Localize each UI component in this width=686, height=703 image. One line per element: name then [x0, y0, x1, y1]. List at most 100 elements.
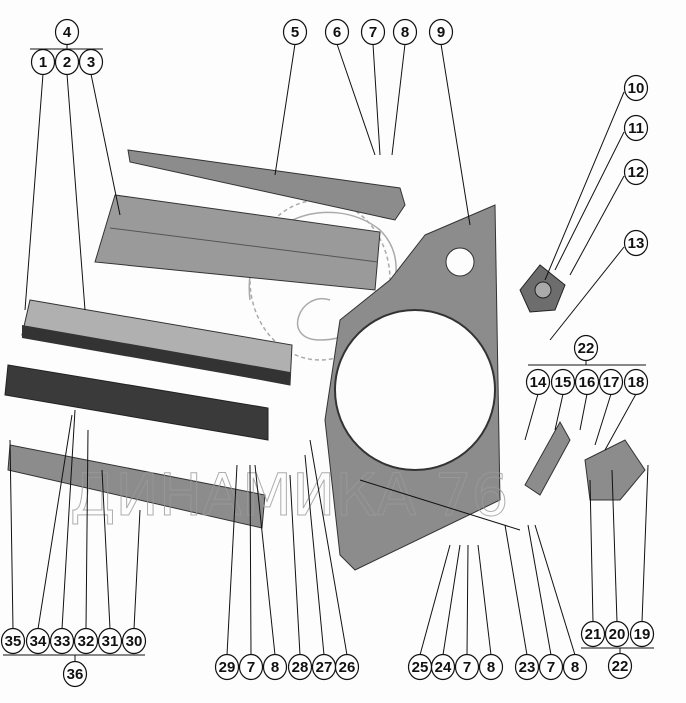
- leader-line: [24, 73, 44, 311]
- callout-3: 3: [78, 48, 104, 76]
- callout-number: 24: [435, 659, 452, 676]
- callout-14: 14: [525, 368, 551, 396]
- leader-line: [101, 469, 111, 630]
- callout-circle: [478, 653, 504, 681]
- callout-circle: [54, 18, 80, 46]
- callout-number: 28: [292, 659, 309, 676]
- callout-26: 26: [334, 653, 360, 681]
- callout-number: 34: [30, 633, 47, 650]
- callout-30: 30: [121, 627, 147, 655]
- callout-number: 1: [39, 54, 47, 71]
- leader-line: [466, 544, 469, 656]
- callout-number: 22: [578, 340, 595, 357]
- callout-29: 29: [214, 653, 240, 681]
- callout-circle: [73, 627, 99, 655]
- callout-number: 7: [463, 659, 471, 676]
- bearing-hub: [534, 281, 552, 299]
- leader-line: [641, 464, 649, 623]
- leader-line: [554, 131, 625, 271]
- leader-line: [254, 464, 276, 656]
- part-35-grille: [4, 364, 269, 441]
- callout-number: 30: [126, 633, 143, 650]
- callout-number: 13: [628, 235, 645, 252]
- callout-number: 32: [78, 633, 95, 650]
- callout-circle: [623, 368, 649, 396]
- leader-line: [527, 524, 552, 656]
- callout-number: 20: [609, 626, 626, 643]
- callout-number: 31: [102, 633, 119, 650]
- callout-circle: [287, 653, 313, 681]
- callout-7: 7: [454, 653, 480, 681]
- callout-circle: [25, 627, 51, 655]
- callout-circle: [392, 18, 418, 46]
- leader-line: [604, 393, 637, 451]
- leader-line: [226, 464, 238, 656]
- leader-line: [90, 73, 121, 216]
- leader-line: [37, 414, 73, 630]
- callout-number: 16: [579, 374, 596, 391]
- callout-8: 8: [478, 653, 504, 681]
- callout-circle: [324, 18, 350, 46]
- leader-line: [359, 479, 521, 531]
- callout-number: 8: [271, 659, 279, 676]
- callout-25: 25: [407, 653, 433, 681]
- callout-number: 22: [612, 658, 629, 675]
- leader-line: [594, 393, 612, 446]
- callout-number: 33: [54, 633, 71, 650]
- callout-17: 17: [598, 368, 624, 396]
- part-5-top-rail: [127, 149, 406, 221]
- leader-line: [442, 544, 461, 656]
- callout-circle: [623, 229, 649, 257]
- callout-number: 19: [634, 626, 651, 643]
- leader-line: [534, 524, 576, 656]
- callout-number: 29: [219, 659, 236, 676]
- part-3-cover-panel: [94, 194, 381, 291]
- callout-28: 28: [287, 653, 313, 681]
- callout-8: 8: [562, 653, 588, 681]
- callout-circle: [62, 660, 88, 688]
- callout-circle: [573, 334, 599, 362]
- callout-2: 2: [54, 48, 80, 76]
- leader-line: [611, 469, 618, 623]
- callout-circle: [525, 368, 551, 396]
- callout-number: 7: [369, 24, 377, 41]
- callout-5: 5: [282, 18, 308, 46]
- callout-7: 7: [538, 653, 564, 681]
- callout-circle: [428, 18, 454, 46]
- callout-circle: [580, 620, 606, 648]
- callout-circle: [238, 653, 264, 681]
- callout-number: 26: [339, 659, 356, 676]
- callout-circle: [574, 368, 600, 396]
- callout-12: 12: [623, 158, 649, 186]
- callout-number: 5: [291, 24, 299, 41]
- callout-22: 22: [607, 652, 633, 680]
- callout-19: 19: [629, 620, 655, 648]
- callout-circle: [121, 627, 147, 655]
- callout-circle: [214, 653, 240, 681]
- fan-opening: [334, 309, 496, 471]
- leader-line: [524, 393, 539, 441]
- callout-number: 35: [5, 633, 22, 650]
- callout-number: 11: [628, 120, 644, 137]
- leader-line: [304, 454, 325, 656]
- leader-line: [61, 409, 76, 630]
- callout-8: 8: [262, 653, 288, 681]
- leader-line: [544, 91, 625, 281]
- callout-number: 7: [247, 659, 255, 676]
- callout-number: 12: [628, 164, 645, 181]
- callout-number: 8: [571, 659, 579, 676]
- leader-line: [249, 464, 252, 656]
- leader-line: [133, 509, 141, 630]
- callout-number: 7: [547, 659, 555, 676]
- callout-circle: [0, 627, 26, 655]
- leader-line: [336, 43, 376, 156]
- callout-circle: [454, 653, 480, 681]
- callout-number: 3: [87, 54, 95, 71]
- leader-line: [289, 474, 301, 656]
- callout-6: 6: [324, 18, 350, 46]
- leader-line: [391, 43, 406, 156]
- callout-circle: [607, 652, 633, 680]
- callout-27: 27: [311, 653, 337, 681]
- callout-number: 8: [401, 24, 409, 41]
